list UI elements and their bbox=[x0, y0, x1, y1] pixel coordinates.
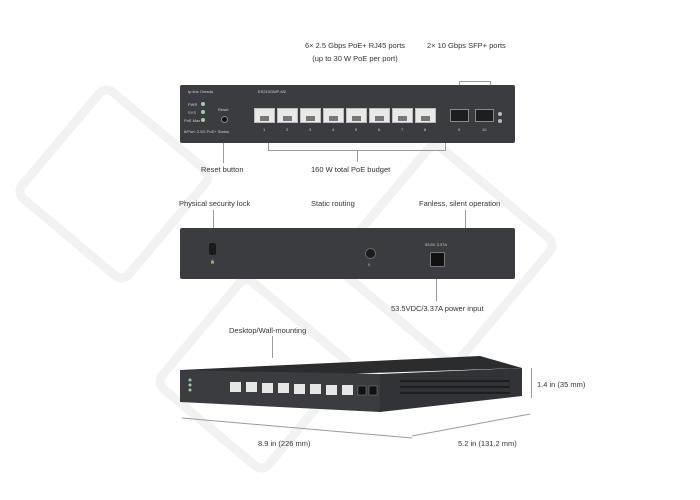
dimension-line bbox=[531, 368, 532, 398]
sfp-port[interactable] bbox=[450, 109, 469, 122]
sfp-led bbox=[498, 119, 502, 123]
brand-logo: tp-link Omada bbox=[188, 89, 213, 94]
reset-label: Reset bbox=[218, 107, 229, 112]
rj45-port[interactable] bbox=[369, 108, 390, 123]
front-ports bbox=[230, 382, 353, 395]
callout-line bbox=[268, 143, 269, 151]
security-lock-slot bbox=[209, 243, 216, 255]
power-input-label: 53.5VDC/3.37A power input bbox=[391, 304, 484, 313]
ground-icon: ⏚ bbox=[367, 262, 371, 267]
security-lock-label: Physical security lock bbox=[179, 199, 251, 208]
width-dimension: 8.9 in (226 mm) bbox=[258, 439, 311, 448]
sys-led-label: SYS bbox=[188, 110, 197, 115]
rj45-port bbox=[246, 382, 257, 392]
callout-line bbox=[459, 81, 491, 82]
sfp-port[interactable] bbox=[475, 109, 494, 122]
fanless-label: Fanless, silent operation bbox=[419, 199, 501, 208]
sfp-number: 9 bbox=[458, 127, 461, 132]
rj45-ports-label: 6× 2.5 Gbps PoE+ RJ45 ports (up to 30 W … bbox=[280, 41, 430, 63]
rj45-port bbox=[294, 384, 305, 394]
static-routing-label: Static routing bbox=[311, 199, 355, 208]
reset-button-label: Reset button bbox=[201, 165, 244, 174]
rj45-port[interactable] bbox=[300, 108, 321, 123]
port-number: 8 bbox=[424, 127, 427, 132]
callout-line bbox=[436, 279, 437, 301]
power-rating-label: 53.5V 3.37A bbox=[425, 242, 448, 247]
status-caption: 8/Port: 2.5G PoE+ Status bbox=[184, 129, 230, 134]
rj45-port[interactable] bbox=[277, 108, 298, 123]
rj45-port bbox=[310, 384, 321, 394]
sfp-led bbox=[498, 112, 502, 116]
port-number: 7 bbox=[401, 127, 404, 132]
callout-line bbox=[357, 150, 358, 162]
poe-max-led-label: PoE Max bbox=[184, 118, 201, 123]
callout-line bbox=[272, 336, 273, 358]
pwr-led-label: PWR bbox=[188, 102, 198, 107]
sfp-number: 10 bbox=[482, 127, 487, 132]
switch-front-panel: tp-link Omada ES210GMP-M2 PWR SYS PoE Ma… bbox=[180, 85, 515, 143]
switch-rear-panel: 🔒 ⏚ 53.5V 3.37A bbox=[180, 228, 515, 279]
callout-line bbox=[223, 143, 224, 163]
sfp-port bbox=[357, 385, 367, 396]
width-dimension-line bbox=[181, 417, 413, 439]
poe-max-led bbox=[201, 118, 205, 122]
mounting-label: Desktop/Wall-mounting bbox=[229, 326, 307, 335]
rj45-port bbox=[230, 382, 241, 392]
status-led bbox=[188, 378, 192, 382]
callout-line bbox=[445, 143, 446, 151]
port-number: 1 bbox=[263, 127, 266, 132]
depth-dimension: 5.2 in (131.2 mm) bbox=[458, 439, 517, 448]
rj45-port bbox=[326, 385, 337, 395]
rj45-port[interactable] bbox=[392, 108, 413, 123]
rj45-port[interactable] bbox=[415, 108, 436, 123]
rj45-port[interactable] bbox=[254, 108, 275, 123]
height-dimension: 1.4 in (35 mm) bbox=[537, 380, 586, 389]
port-number: 2 bbox=[286, 127, 289, 132]
sfp-ports-label: 2× 10 Gbps SFP+ ports bbox=[427, 41, 506, 50]
status-led bbox=[188, 383, 192, 387]
poe-budget-label: 160 W total PoE budget bbox=[311, 165, 391, 174]
reset-button[interactable] bbox=[221, 116, 228, 123]
status-led bbox=[188, 388, 192, 392]
callout-line bbox=[465, 210, 466, 228]
model-label: ES210GMP-M2 bbox=[258, 89, 287, 94]
port-number: 5 bbox=[355, 127, 358, 132]
rj45-port bbox=[278, 383, 289, 393]
rj45-port bbox=[262, 383, 273, 393]
rj45-port[interactable] bbox=[346, 108, 367, 123]
rj45-ports-label-line1: 6× 2.5 Gbps PoE+ RJ45 ports bbox=[304, 41, 406, 50]
port-number: 6 bbox=[378, 127, 381, 132]
ground-screw bbox=[365, 248, 376, 259]
lock-icon: 🔒 bbox=[210, 259, 215, 264]
rj45-ports-label-line2: (up to 30 W PoE per port) bbox=[312, 54, 398, 63]
port-number: 4 bbox=[332, 127, 335, 132]
power-jack[interactable] bbox=[430, 252, 445, 267]
rj45-port[interactable] bbox=[323, 108, 344, 123]
sys-led bbox=[201, 110, 205, 114]
pwr-led bbox=[201, 102, 205, 106]
side-vents bbox=[400, 380, 510, 394]
sfp-port bbox=[368, 385, 378, 396]
switch-perspective-view bbox=[180, 356, 522, 412]
callout-line bbox=[213, 210, 214, 228]
switch-side-face bbox=[380, 368, 522, 412]
port-number: 3 bbox=[309, 127, 312, 132]
rj45-port bbox=[342, 385, 353, 395]
depth-dimension-line bbox=[411, 413, 531, 437]
